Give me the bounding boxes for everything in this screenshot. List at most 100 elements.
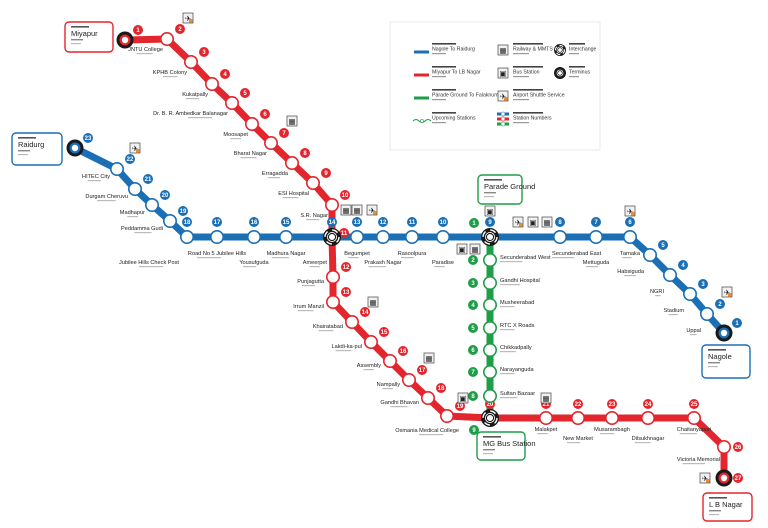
station-marker[interactable] (375, 230, 390, 245)
station-marker[interactable] (305, 176, 320, 191)
station-marker[interactable] (642, 248, 657, 263)
blue-station-9[interactable]: 9 (485, 217, 495, 227)
station-marker[interactable] (205, 77, 220, 92)
station-marker[interactable] (482, 297, 497, 312)
station-marker[interactable] (699, 306, 714, 321)
station-marker[interactable] (588, 230, 603, 245)
blue-station-1[interactable]: 1 (715, 318, 743, 342)
station-marker[interactable] (325, 294, 340, 309)
red-station-11[interactable]: 11 (339, 228, 349, 238)
terminal-box-nagole[interactable]: Nagole (701, 344, 751, 379)
station-marker[interactable] (284, 156, 299, 171)
station-marker[interactable] (570, 410, 585, 425)
red-station-10[interactable]: 10S.R. Nagar (300, 190, 350, 221)
station-marker[interactable] (420, 390, 435, 405)
terminal-box-raidurg[interactable]: Raidurg (11, 132, 63, 166)
station-marker[interactable] (325, 269, 340, 284)
station-marker[interactable] (184, 54, 199, 69)
station-marker[interactable] (278, 230, 293, 245)
station-marker[interactable] (344, 314, 359, 329)
station-marker[interactable] (482, 342, 497, 357)
station-marker[interactable] (482, 275, 497, 290)
station-marker[interactable] (482, 253, 497, 268)
interchange-icon[interactable] (323, 228, 341, 246)
terminal-box-parade-ground[interactable]: Parade Ground (477, 174, 535, 205)
green-station-1[interactable]: 1 (469, 218, 479, 228)
station-marker[interactable] (482, 320, 497, 335)
terminal-box-l-b-nagar[interactable]: L B Nagar (702, 492, 753, 522)
station-marker[interactable] (435, 230, 450, 245)
station-marker[interactable] (247, 230, 262, 245)
station-marker[interactable] (482, 364, 497, 379)
station-marker[interactable] (716, 439, 731, 454)
red-station-27[interactable]: 27 (715, 469, 744, 487)
station-marker[interactable] (622, 230, 637, 245)
station-marker[interactable] (604, 410, 619, 425)
station-marker[interactable] (210, 230, 225, 245)
station-marker[interactable] (552, 230, 567, 245)
station-marker[interactable] (225, 96, 240, 111)
station-marker[interactable] (682, 286, 697, 301)
red-station-5[interactable]: 5Dr. B. R. Ambedkar Balanagar (153, 88, 250, 119)
station-marker[interactable] (263, 136, 278, 151)
station-marker[interactable] (640, 410, 655, 425)
station-marker[interactable] (363, 334, 378, 349)
terminal-box-miyapur[interactable]: Miyapur (64, 21, 114, 53)
station-marker[interactable] (245, 117, 260, 132)
station-marker[interactable] (686, 410, 701, 425)
station-marker[interactable] (382, 353, 397, 368)
red-station-1[interactable]: 1 (116, 25, 144, 49)
station-marker[interactable] (439, 408, 454, 423)
station-marker[interactable] (482, 388, 497, 403)
station-marker[interactable] (349, 230, 364, 245)
blue-station-23[interactable]: 23 (66, 133, 94, 157)
station-marker[interactable] (401, 372, 416, 387)
station-marker[interactable] (110, 162, 125, 177)
station-marker[interactable] (180, 230, 195, 245)
terminal-box-mg-bus-station[interactable]: MG Bus Station (476, 431, 536, 461)
interchange-icon[interactable] (481, 228, 499, 246)
